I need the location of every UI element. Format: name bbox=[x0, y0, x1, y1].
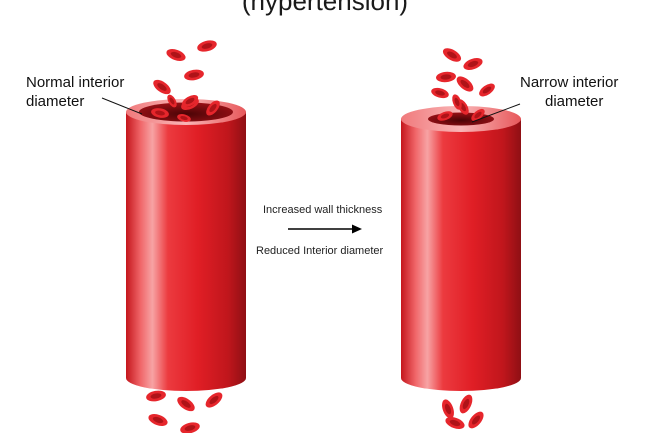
left-label-line1: Normal interior bbox=[26, 74, 125, 91]
right-label-line1: Narrow interior bbox=[520, 74, 619, 91]
right-cells-bottom bbox=[439, 392, 487, 432]
left-label-line2: diameter bbox=[26, 93, 85, 110]
right-leader-line bbox=[471, 103, 521, 123]
diagram-title: (hypertension) bbox=[241, 0, 409, 16]
left-cells-bottom bbox=[145, 389, 226, 433]
right-vessel bbox=[401, 97, 521, 391]
left-leader-line bbox=[101, 97, 143, 115]
left-vessel bbox=[126, 95, 246, 391]
right-label-line2: diameter bbox=[545, 93, 604, 110]
transition-text-diameter: Reduced Interior diameter bbox=[256, 245, 384, 257]
transition-text-wall: Increased wall thickness bbox=[263, 204, 383, 216]
transition-arrow bbox=[288, 224, 362, 234]
left-cells-top bbox=[150, 38, 219, 110]
